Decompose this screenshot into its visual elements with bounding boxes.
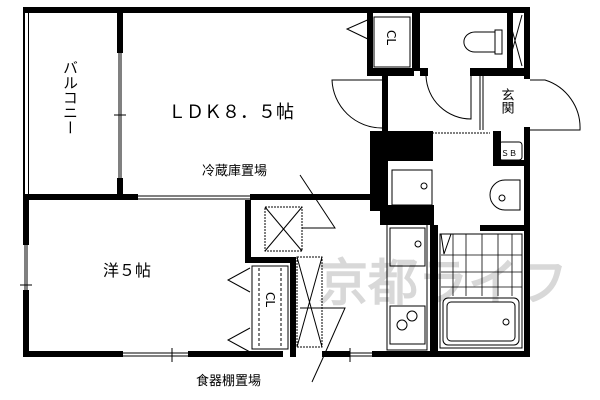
closet-bottom-label: CL [263,292,277,307]
western-room-label: 洋５帖 [103,261,151,280]
walls [23,7,530,357]
shoe-box-label: ＳＢ [501,149,517,158]
fixtures [20,14,581,383]
cupboard-space-label: 食器棚置場 [196,373,261,389]
closet-top-label: CL [384,30,398,45]
ldk-label: ＬＤＫ８．５帖 [168,102,294,123]
fridge-space-label: 冷蔵庫置場 [202,164,267,179]
balcony-label: バルコニー [61,60,79,135]
entrance-label: 玄関 [499,88,515,115]
